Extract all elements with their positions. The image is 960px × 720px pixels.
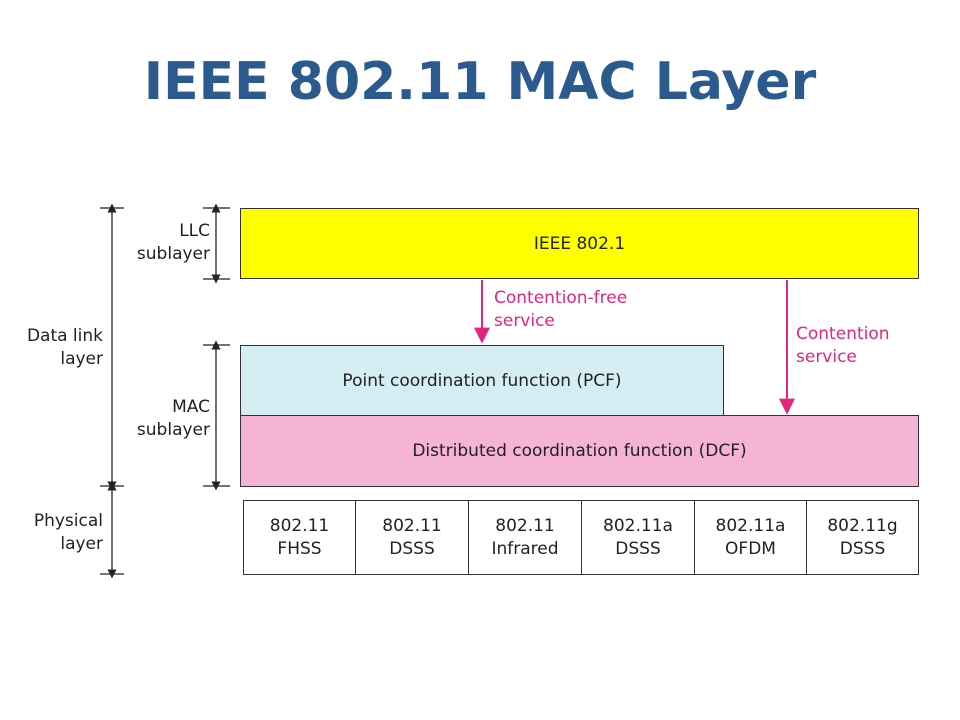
mac-label-line2: sublayer <box>136 420 210 440</box>
phy-cell-fhss: 802.11 FHSS <box>243 500 356 575</box>
physical-bracket <box>100 481 124 579</box>
page-title: IEEE 802.11 MAC Layer <box>143 52 817 112</box>
phy-cell-line1: 802.11 <box>382 515 442 536</box>
llc-box: IEEE 802.1 <box>240 208 919 279</box>
contention-line1: Contention <box>796 324 890 344</box>
contention-free-line2: service <box>494 311 555 331</box>
phy-cell-line2: DSSS <box>389 538 435 559</box>
phy-cell-line1: 802.11a <box>603 515 673 536</box>
pcf-box: Point coordination function (PCF) <box>240 345 724 416</box>
phy-cell-line1: 802.11 <box>269 515 330 536</box>
contention-line2: service <box>796 347 857 367</box>
phy-cell-line1: 802.11 <box>495 515 555 536</box>
physical-layer-label: Physical layer <box>0 510 103 556</box>
contention-free-service-label: Contention-free service <box>494 287 674 333</box>
phy-cell-infrared: 802.11 Infrared <box>468 500 582 575</box>
contention-service-label: Contention service <box>796 323 946 369</box>
data-link-label-line2: layer <box>60 349 103 369</box>
llc-sublayer-label: LLC sublayer <box>120 220 210 266</box>
phy-cell-line2: DSSS <box>615 538 661 559</box>
phy-cell-line2: OFDM <box>725 538 776 559</box>
mac-bracket <box>203 340 230 491</box>
llc-bracket <box>203 203 230 284</box>
llc-label-line2: sublayer <box>136 244 210 264</box>
phy-cell-11g-dsss: 802.11g DSSS <box>806 500 919 575</box>
llc-label-line1: LLC <box>179 221 210 241</box>
phy-cell-dsss: 802.11 DSSS <box>355 500 469 575</box>
data-link-layer-label: Data link layer <box>0 325 103 371</box>
phy-cell-line1: 802.11g <box>827 515 898 536</box>
physical-label-line2: layer <box>60 534 103 554</box>
phy-cell-11a-ofdm: 802.11a OFDM <box>694 500 807 575</box>
phy-cell-line2: FHSS <box>277 538 322 559</box>
phy-cell-line2: Infrared <box>491 538 559 559</box>
phy-cell-line1: 802.11a <box>715 515 786 536</box>
contention-free-line1: Contention-free <box>494 288 628 308</box>
physical-label-line1: Physical <box>33 511 103 531</box>
phy-cell-line2: DSSS <box>839 538 886 559</box>
mac-sublayer-label: MAC sublayer <box>120 396 210 442</box>
mac-label-line1: MAC <box>172 397 210 417</box>
dcf-box: Distributed coordination function (DCF) <box>240 415 919 487</box>
phy-cell-11a-dsss: 802.11a DSSS <box>581 500 695 575</box>
data-link-label-line1: Data link <box>26 326 103 346</box>
